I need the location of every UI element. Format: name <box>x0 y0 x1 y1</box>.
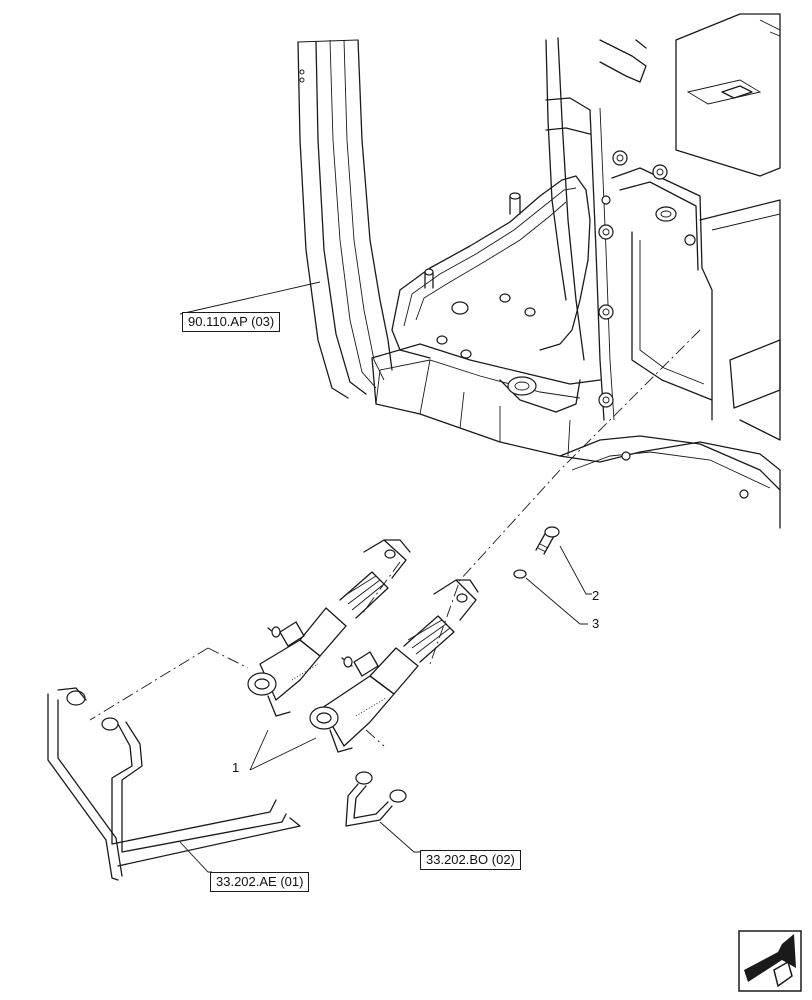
callout-number-3: 3 <box>592 616 600 631</box>
nav-arrow-icon[interactable] <box>738 930 802 992</box>
hydraulic-pipe-right <box>345 771 420 853</box>
callout-number-1: 1 <box>232 760 240 775</box>
callout-number-2: 2 <box>592 588 600 603</box>
pipe-right-reference-label[interactable]: 33.202.BO (02) <box>420 850 521 870</box>
assembly-center-lines <box>89 329 701 747</box>
pipe-left-reference-label[interactable]: 33.202.AE (01) <box>210 872 310 892</box>
bolt-and-washer <box>513 526 592 625</box>
callout-leaders <box>179 281 321 771</box>
clutch-master-cylinder-rear <box>247 539 411 717</box>
hydraulic-pipe-left <box>47 687 301 881</box>
cab-reference-label[interactable]: 90.110.AP (03) <box>182 312 281 332</box>
cab-floor-structure <box>297 13 781 529</box>
clutch-master-cylinder-front <box>309 579 479 753</box>
